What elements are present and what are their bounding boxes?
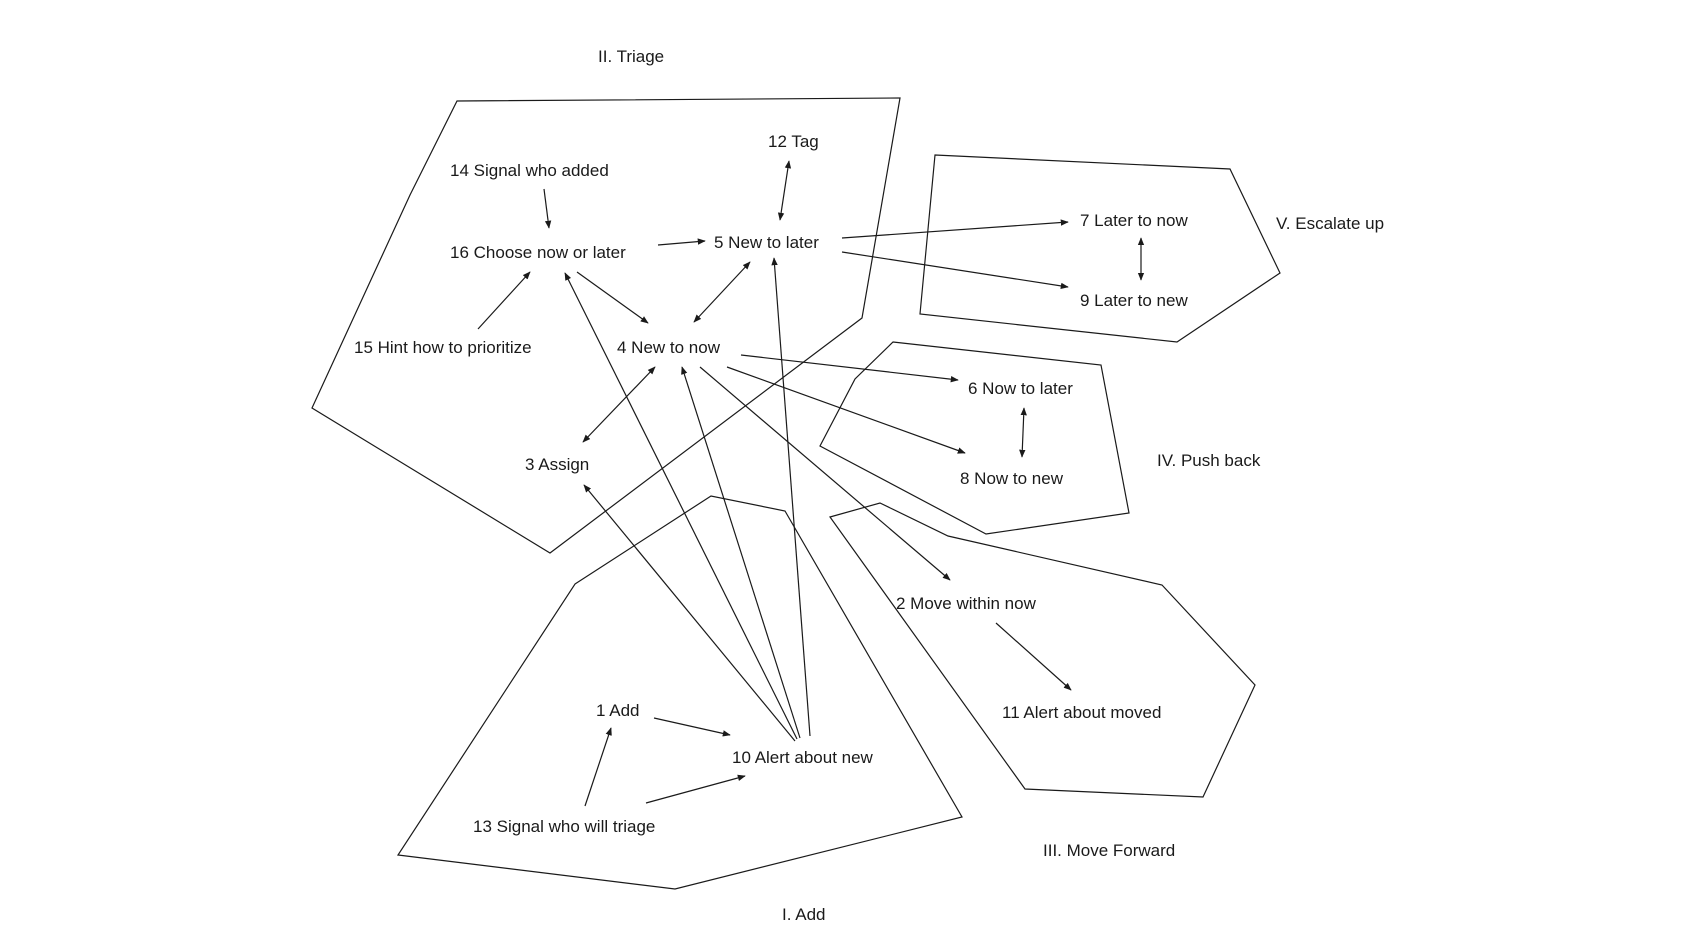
edge-n6-n8	[1019, 407, 1027, 458]
region-push-back-outline	[819, 341, 1130, 535]
edge-n16-n5	[657, 238, 706, 246]
region-label-escalate-up: V. Escalate up	[1276, 214, 1384, 233]
edges	[477, 160, 1145, 807]
node-5-new-to-later: 5 New to later	[714, 233, 819, 252]
node-4-new-to-now: 4 New to now	[617, 338, 721, 357]
region-label-push-back: IV. Push back	[1157, 451, 1261, 470]
node-8-now-to-new: 8 Now to new	[960, 469, 1064, 488]
edge-n4-n2	[699, 366, 951, 581]
edge-n5-n12	[777, 160, 792, 221]
node-7-later-to-now: 7 Later to now	[1080, 211, 1188, 230]
edge-n5-n7	[841, 219, 1069, 239]
node-16-choose-now-or-later: 16 Choose now or later	[450, 243, 626, 262]
edge-n5-n9	[841, 251, 1069, 290]
region-triage-outline	[311, 97, 901, 554]
node-9-later-to-new: 9 Later to new	[1080, 291, 1188, 310]
edge-n10-n4	[681, 366, 801, 739]
edge-n4-n5	[693, 261, 751, 323]
node-2-move-within-now: 2 Move within now	[896, 594, 1037, 613]
region-escalate-up-outline	[919, 154, 1281, 343]
region-move-forward-outline	[829, 502, 1256, 798]
node-6-now-to-later: 6 Now to later	[968, 379, 1073, 398]
edge-n10-n3	[583, 484, 796, 742]
node-13-signal-who-will-triage: 13 Signal who will triage	[473, 817, 655, 836]
edge-n4-n6	[740, 354, 959, 383]
node-15-hint-how-to-prioritize: 15 Hint how to prioritize	[354, 338, 532, 357]
edge-n10-n16	[564, 272, 798, 740]
edge-n2-n11	[995, 622, 1072, 691]
region-add-outline	[396, 495, 963, 890]
edge-n13-n10	[645, 774, 746, 804]
edge-n4-n3	[582, 366, 656, 443]
edge-n15-n16	[477, 271, 531, 330]
edge-n16-n4	[576, 271, 649, 324]
node-3-assign: 3 Assign	[525, 455, 589, 474]
region-label-add: I. Add	[782, 905, 825, 924]
node-10-alert-about-new: 10 Alert about new	[732, 748, 874, 767]
edge-n10-n5	[771, 257, 811, 737]
edge-n14-n16	[543, 188, 552, 229]
region-label-move-forward: III. Move Forward	[1043, 841, 1175, 860]
node-1-add: 1 Add	[596, 701, 640, 720]
edge-n4-n8	[726, 366, 966, 454]
node-11-alert-about-moved: 11 Alert about moved	[1002, 703, 1161, 722]
edge-n1-n10	[653, 717, 731, 737]
region-label-triage: II. Triage	[598, 47, 664, 66]
edge-n13-n1	[584, 727, 612, 807]
node-14-signal-who-added: 14 Signal who added	[450, 161, 609, 180]
node-12-tag: 12 Tag	[768, 132, 819, 151]
